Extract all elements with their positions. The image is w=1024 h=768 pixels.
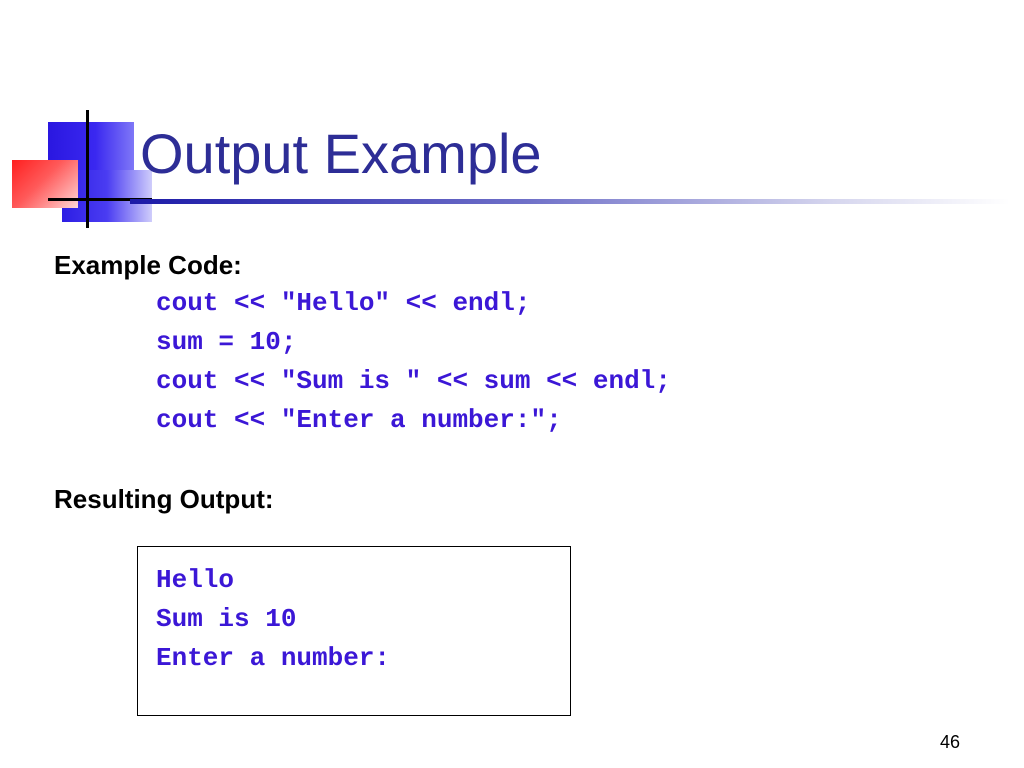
output-lines: Hello Sum is 10 Enter a number: [156, 561, 390, 678]
code-line: cout << "Hello" << endl; [156, 288, 531, 318]
output-box: Hello Sum is 10 Enter a number: [137, 546, 571, 716]
resulting-output-label: Resulting Output: [54, 484, 274, 514]
title-underline [130, 199, 1010, 204]
code-line: cout << "Enter a number:"; [156, 405, 562, 435]
slide-title: Output Example [140, 122, 542, 185]
page-number: 46 [940, 732, 961, 752]
code-block: cout << "Hello" << endl; sum = 10; cout … [156, 284, 671, 440]
example-code-label: Example Code: [54, 250, 242, 280]
decorative-vertical-line [86, 110, 89, 228]
output-line: Sum is 10 [156, 604, 297, 634]
decorative-horizontal-line [48, 198, 152, 201]
output-line: Enter a number: [156, 643, 391, 673]
code-line: cout << "Sum is " << sum << endl; [156, 366, 671, 396]
output-line: Hello [156, 565, 235, 595]
code-line: sum = 10; [156, 327, 297, 357]
